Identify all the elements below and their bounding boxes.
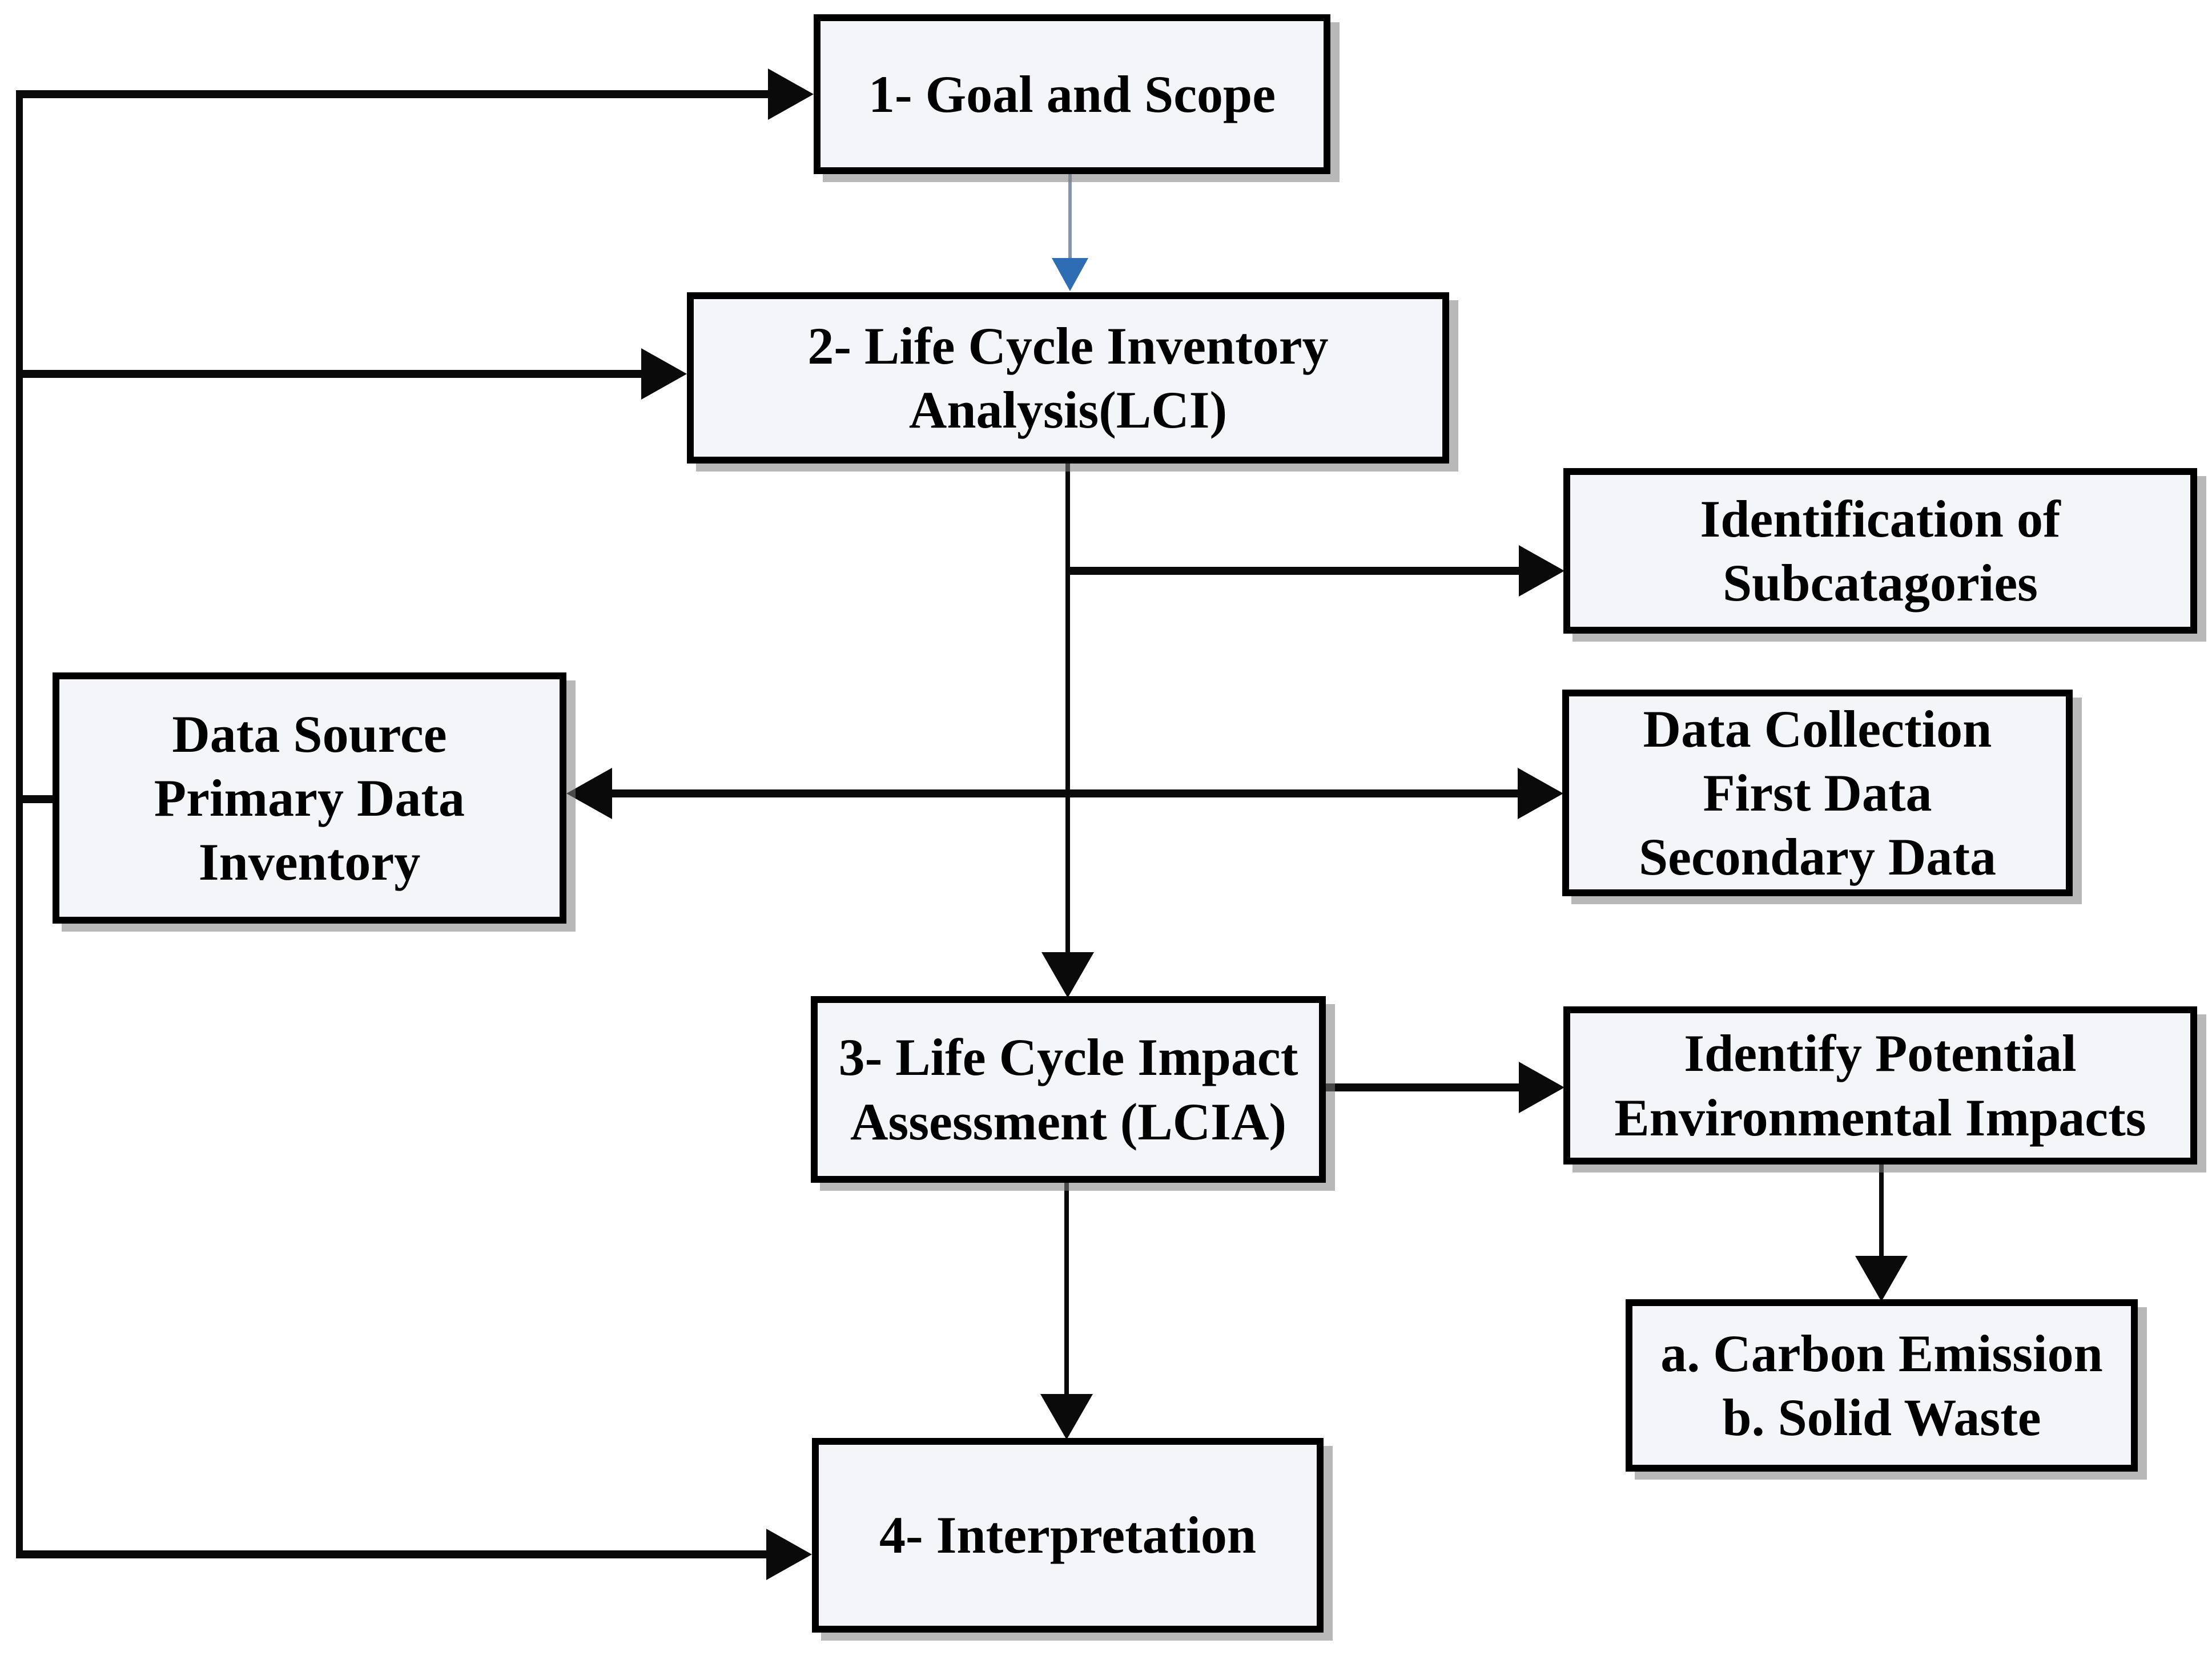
connector-lcia-to-interpretation xyxy=(1064,1183,1069,1395)
arrowhead-into-lcia xyxy=(1041,952,1094,998)
arrowhead-into-identify-impacts xyxy=(1519,1062,1565,1113)
arrowhead-into-interpretation xyxy=(766,1529,812,1580)
box-identification-subcategories-label: Identification of Subcatagories xyxy=(1700,489,2061,612)
arrowhead-into-interpretation-top xyxy=(1040,1394,1093,1440)
connector-trunk-to-goal-scope xyxy=(16,90,771,98)
box-data-source-label: Data Source Primary Data Inventory xyxy=(154,704,465,892)
box-goal-and-scope-label: 1- Goal and Scope xyxy=(868,65,1276,123)
box-interpretation-label: 4- Interpretation xyxy=(879,1506,1257,1565)
connector-lcia-to-identify-impacts xyxy=(1326,1083,1521,1091)
box-interpretation: 4- Interpretation xyxy=(812,1438,1324,1633)
box-data-source: Data Source Primary Data Inventory xyxy=(53,672,566,924)
connector-lci-to-subcategories xyxy=(1065,567,1521,575)
box-impact-outputs: a. Carbon Emission b. Solid Waste xyxy=(1626,1299,2138,1472)
arrowhead-into-data-source xyxy=(566,768,612,819)
box-identify-impacts-label: Identify Potential Environmental Impacts xyxy=(1614,1024,2146,1147)
flow-arrowhead-goal-to-lci xyxy=(1052,258,1088,291)
connector-trunk-to-data-source xyxy=(16,795,57,803)
box-identify-impacts: Identify Potential Environmental Impacts xyxy=(1563,1006,2197,1165)
box-impact-outputs-label: a. Carbon Emission b. Solid Waste xyxy=(1660,1324,2103,1447)
box-lcia-label: 3- Life Cycle Impact Assessment (LCIA) xyxy=(838,1028,1298,1151)
connector-trunk-to-interpretation xyxy=(16,1550,769,1558)
arrowhead-into-data-collection xyxy=(1518,768,1563,819)
arrowhead-into-lci xyxy=(641,348,687,400)
arrowhead-into-goal-scope xyxy=(768,69,814,120)
box-identification-subcategories: Identification of Subcatagories xyxy=(1563,468,2197,634)
connector-identify-to-outputs xyxy=(1879,1165,1884,1259)
box-data-collection: Data Collection First Data Secondary Dat… xyxy=(1562,690,2073,896)
arrowhead-into-subcategories xyxy=(1519,545,1565,597)
arrowhead-into-outputs xyxy=(1855,1256,1908,1302)
box-lci: 2- Life Cycle Inventory Analysis(LCI) xyxy=(687,292,1449,464)
box-lci-label: 2- Life Cycle Inventory Analysis(LCI) xyxy=(807,316,1329,439)
connector-data-exchange xyxy=(609,789,1519,797)
flow-line-goal-to-lci xyxy=(1068,174,1072,260)
box-goal-and-scope: 1- Goal and Scope xyxy=(814,14,1330,174)
box-lcia: 3- Life Cycle Impact Assessment (LCIA) xyxy=(811,996,1326,1183)
connector-trunk-to-lci xyxy=(16,370,644,378)
left-trunk-line xyxy=(16,90,23,1558)
box-data-collection-label: Data Collection First Data Secondary Dat… xyxy=(1638,699,1997,887)
connector-lci-to-lcia xyxy=(1065,464,1070,953)
